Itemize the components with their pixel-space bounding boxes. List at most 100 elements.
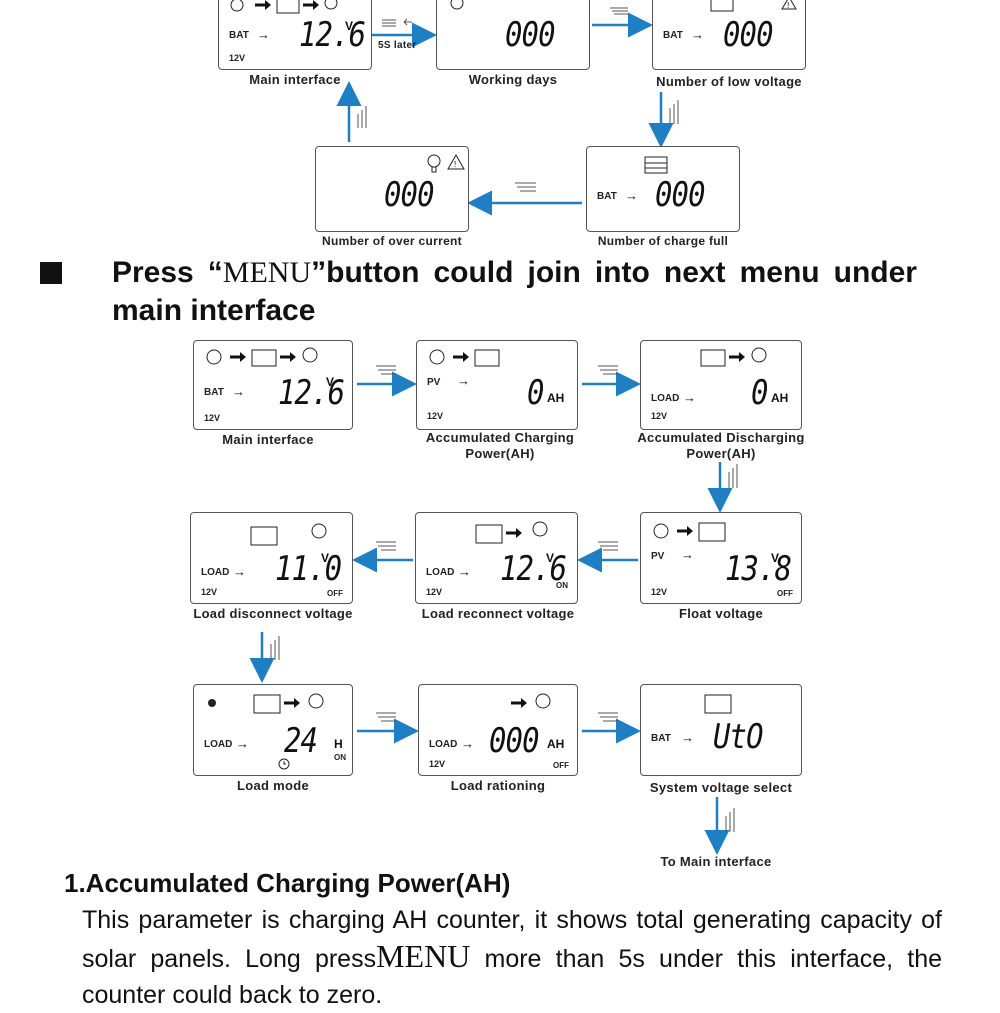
- heading-post: ”button could join into next menu under …: [112, 256, 917, 327]
- caption-load-reconnect: Load reconnect voltage: [421, 606, 575, 621]
- lcd-value: 000: [655, 175, 706, 215]
- caption-load-disconnect: Load disconnect voltage: [193, 606, 353, 621]
- lcd-working-days: 000: [436, 0, 590, 70]
- lcd-value: 12.6: [278, 373, 345, 413]
- lcd-value: 13.8: [725, 549, 792, 589]
- moon-battery-bulb-icon: [208, 693, 324, 714]
- arrow-right-icon: →: [681, 547, 694, 562]
- lcd-unit: H: [334, 737, 343, 751]
- arrow-right-icon: →: [233, 564, 246, 579]
- system-voltage-label: 12V: [651, 411, 668, 421]
- arrow-right-icon: →: [625, 188, 638, 203]
- lcd-value: 000: [505, 15, 556, 55]
- state-label: OFF: [777, 589, 793, 598]
- lcd-main-interface: BAT → 12.6 V 12V: [218, 0, 372, 70]
- state-label: OFF: [327, 589, 343, 598]
- lcd-value: 000: [723, 15, 774, 55]
- lcd-value: 000: [384, 175, 435, 215]
- lcd-main-interface-2: BAT → 12.6 V 12V: [193, 340, 353, 430]
- state-label: ON: [556, 581, 568, 590]
- system-voltage-label: 12V: [229, 53, 246, 63]
- lcd-unit: AH: [771, 391, 789, 405]
- lcd-load-mode: LOAD → 24 H ON: [193, 684, 353, 776]
- caption-float-voltage: Float voltage: [678, 606, 764, 621]
- caption-low-voltage: Number of low voltage: [656, 74, 802, 89]
- caption-working-days: Working days: [468, 72, 558, 87]
- state-label: ON: [334, 753, 346, 762]
- sun-battery-icon: [429, 349, 500, 367]
- lcd-load-rationing: LOAD → 000 AH 12V OFF: [418, 684, 578, 776]
- bat-label: BAT: [597, 191, 617, 202]
- load-label: LOAD: [426, 567, 455, 578]
- system-voltage-label: 12V: [204, 413, 221, 423]
- lcd-float-voltage: PV → 13.8 V 12V OFF: [640, 512, 802, 604]
- battery-bulb-icon: [700, 347, 767, 367]
- menu-key-icon: [382, 19, 396, 27]
- svg-text:!: !: [454, 160, 456, 169]
- lcd-low-voltage: ! BAT → 000: [652, 0, 806, 70]
- lcd-acc-charging: PV → 0 AH 12V: [416, 340, 578, 430]
- arrow-right-icon: →: [232, 384, 245, 399]
- section-paragraph: This parameter is charging AH counter, i…: [82, 902, 942, 1013]
- sun-battery-bulb-icon: [230, 0, 338, 14]
- system-voltage-label: 12V: [429, 759, 446, 769]
- lcd-value: 12.6: [299, 15, 366, 55]
- system-voltage-label: 12V: [427, 411, 444, 421]
- caption-charge-full: Number of charge full: [597, 234, 729, 248]
- arrow-right-icon: →: [458, 564, 471, 579]
- system-voltage-label: 12V: [651, 587, 668, 597]
- bat-label: BAT: [204, 387, 224, 398]
- sun-battery-icon: [653, 522, 726, 542]
- load-label: LOAD: [429, 739, 458, 750]
- svg-text:!: !: [787, 1, 789, 10]
- load-label: LOAD: [651, 393, 680, 404]
- arrow-right-icon: →: [236, 736, 249, 751]
- lcd-load-reconnect: LOAD → 12.6 V 12V ON: [415, 512, 578, 604]
- lcd-unit: AH: [547, 737, 565, 751]
- caption-main-interface: Main interface: [249, 72, 341, 87]
- paragraph-text-1: This parameter is charging AH counter, i…: [82, 906, 942, 973]
- bullet-square: [40, 262, 62, 284]
- arrow-right-icon: →: [461, 736, 474, 751]
- heading-menu-word: MENU: [222, 256, 312, 289]
- section-title: 1.Accumulated Charging Power(AH): [64, 868, 511, 898]
- lcd-value: 12.6: [500, 549, 567, 589]
- lcd-unit: AH: [547, 391, 565, 405]
- lcd-acc-discharging: LOAD → 0 AH 12V: [640, 340, 802, 430]
- lcd-unit: V: [546, 551, 555, 565]
- lcd-value: 24: [284, 721, 318, 761]
- lcd-unit: V: [771, 551, 780, 565]
- bat-label: BAT: [651, 733, 671, 744]
- load-label: LOAD: [201, 567, 230, 578]
- sun-battery-bulb-icon: [206, 347, 318, 367]
- delay-label: 5S later: [378, 40, 417, 51]
- arrow-right-icon: →: [257, 27, 270, 42]
- arrow-right-icon: →: [683, 390, 696, 405]
- lcd-value: 11.0: [275, 549, 342, 589]
- caption-over-current: Number of over current: [322, 234, 462, 248]
- caption-system-voltage: System voltage select: [649, 780, 793, 795]
- arrow-right-icon: →: [457, 373, 470, 388]
- caption-acc-charging: Accumulated Charging Power(AH): [425, 430, 575, 461]
- caption-to-main: To Main interface: [660, 854, 772, 869]
- arrow-right-icon: →: [691, 27, 704, 42]
- lcd-value: 0: [527, 373, 544, 413]
- system-voltage-label: 12V: [201, 587, 218, 597]
- lcd-value: 0: [751, 373, 768, 413]
- battery-icon: [704, 694, 732, 714]
- lcd-load-disconnect: LOAD → 11.0 V 12V OFF: [190, 512, 353, 604]
- heading: Press “MENU”button could join into next …: [112, 254, 917, 330]
- lcd-over-current: ! 000: [315, 146, 469, 232]
- timer-icon: [278, 758, 290, 770]
- arrow-bulb-icon: [511, 693, 551, 709]
- battery-bulb-icon: [250, 523, 327, 546]
- sun-icon: [450, 0, 464, 10]
- lcd-system-voltage: BAT → UtO: [640, 684, 802, 776]
- caption-load-rationing: Load rationing: [450, 778, 546, 793]
- battery-icon: [644, 156, 668, 174]
- caption-main-interface-2: Main interface: [222, 432, 314, 447]
- lcd-value: 000: [489, 721, 540, 761]
- pv-label: PV: [427, 377, 441, 388]
- bat-label: BAT: [229, 30, 249, 41]
- battery-bulb-icon: [475, 521, 548, 544]
